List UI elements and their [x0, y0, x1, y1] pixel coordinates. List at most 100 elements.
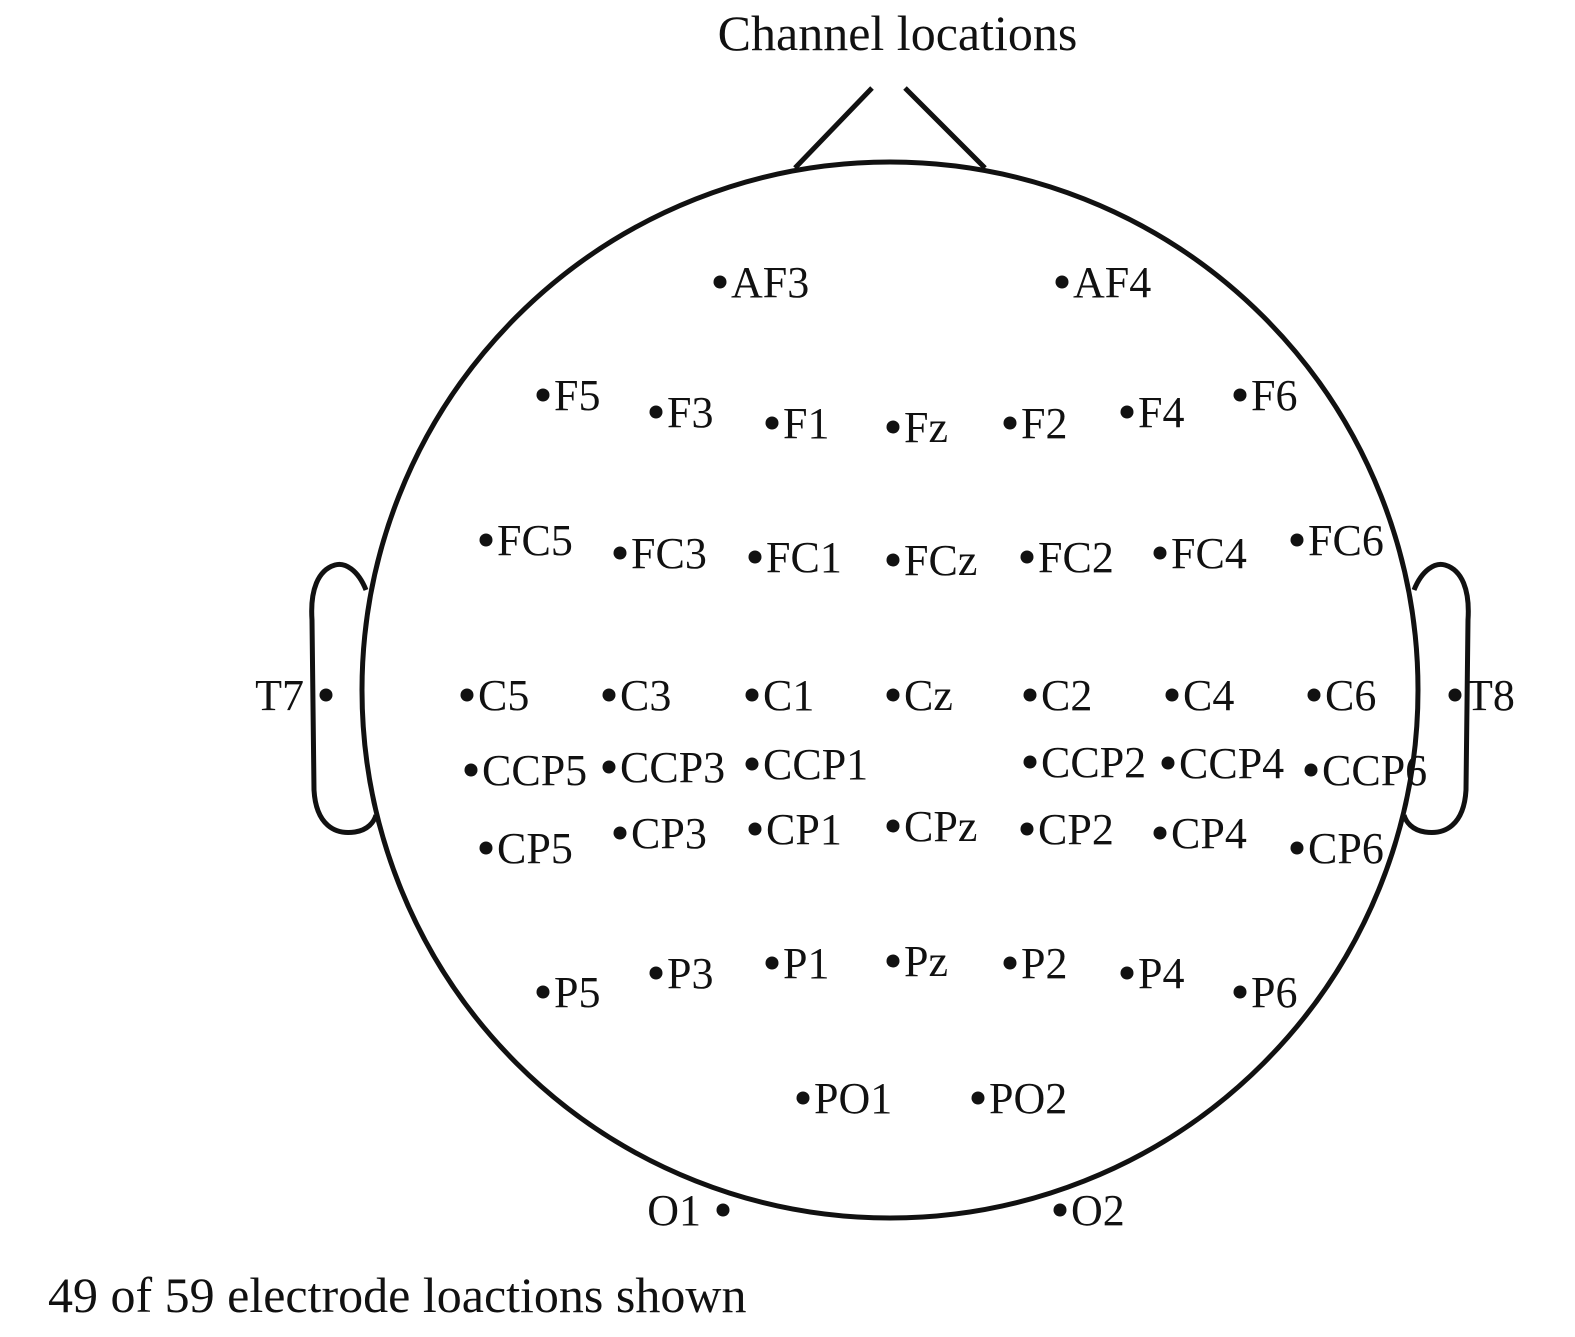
- electrode-label: C4: [1183, 671, 1234, 720]
- electrode-af4: AF4: [1055, 258, 1151, 307]
- electrode-cp5: CP5: [479, 824, 573, 873]
- electrode-label: Fz: [904, 403, 948, 452]
- electrode-label: P4: [1138, 949, 1184, 998]
- electrode-marker: [1055, 275, 1069, 289]
- electrode-p5: P5: [536, 968, 600, 1017]
- electrode-label: F3: [667, 388, 713, 437]
- electrode-marker: [460, 688, 474, 702]
- electrode-cp4: CP4: [1153, 809, 1247, 858]
- electrode-marker: [1233, 388, 1247, 402]
- electrode-label: C2: [1041, 671, 1092, 720]
- electrode-marker: [716, 1203, 730, 1217]
- electrode-label: AF4: [1073, 258, 1151, 307]
- electrode-label: O1: [647, 1186, 701, 1235]
- electrode-fc3: FC3: [613, 529, 707, 578]
- electrode-marker: [1120, 966, 1134, 980]
- electrode-label: FCz: [904, 536, 977, 585]
- electrode-label: P1: [783, 939, 829, 988]
- electrode-ccp5: CCP5: [464, 746, 587, 795]
- nose-outline-right: [903, 86, 987, 170]
- electrode-marker: [613, 826, 627, 840]
- electrode-marker: [1233, 985, 1247, 999]
- electrode-label: F2: [1021, 399, 1067, 448]
- electrode-ccp2: CCP2: [1023, 738, 1146, 787]
- electrode-marker: [649, 966, 663, 980]
- electrode-ccp1: CCP1: [745, 740, 868, 789]
- electrode-po1: PO1: [796, 1074, 892, 1123]
- electrode-c6: C6: [1307, 671, 1376, 720]
- electrode-pz: Pz: [886, 937, 948, 986]
- electrode-c5: C5: [460, 671, 529, 720]
- electrode-label: CCP1: [763, 740, 868, 789]
- electrode-fc6: FC6: [1290, 516, 1384, 565]
- electrode-marker: [1153, 546, 1167, 560]
- electrode-label: CP3: [631, 809, 707, 858]
- electrode-label: FC1: [766, 533, 842, 582]
- electrode-label: CP5: [497, 824, 573, 873]
- electrode-label: PO1: [814, 1074, 892, 1123]
- electrode-label: P2: [1021, 939, 1067, 988]
- electrode-label: CP4: [1171, 809, 1247, 858]
- electrode-marker: [1448, 688, 1462, 702]
- electrode-marker: [1020, 822, 1034, 836]
- electrode-label: FC4: [1171, 529, 1247, 578]
- electrode-label: CP6: [1308, 824, 1384, 873]
- electrode-label: CCP5: [482, 746, 587, 795]
- electrode-marker: [748, 550, 762, 564]
- electrode-fc2: FC2: [1020, 533, 1114, 582]
- electrode-fcz: FCz: [886, 536, 977, 585]
- electrode-label: CP1: [766, 805, 842, 854]
- electrode-marker: [971, 1091, 985, 1105]
- electrode-marker: [613, 546, 627, 560]
- electrode-count-caption: 49 of 59 electrode loactions shown: [48, 1267, 747, 1323]
- electrode-fc4: FC4: [1153, 529, 1247, 578]
- electrode-marker: [1023, 688, 1037, 702]
- electrode-f1: F1: [765, 399, 829, 448]
- electrode-label: CP2: [1038, 805, 1114, 854]
- electrode-p2: P2: [1003, 939, 1067, 988]
- electrode-marker: [745, 757, 759, 771]
- electrode-marker: [1053, 1203, 1067, 1217]
- electrode-fc5: FC5: [479, 516, 573, 565]
- electrode-ccp6: CCP6: [1304, 746, 1427, 795]
- electrode-label: CCP4: [1179, 739, 1284, 788]
- electrode-label: F1: [783, 399, 829, 448]
- electrode-o2: O2: [1053, 1186, 1125, 1235]
- electrode-marker: [886, 819, 900, 833]
- electrode-fz: Fz: [886, 403, 948, 452]
- electrode-cp6: CP6: [1290, 824, 1384, 873]
- electrode-cp2: CP2: [1020, 805, 1114, 854]
- electrode-marker: [1003, 416, 1017, 430]
- electrode-marker: [796, 1091, 810, 1105]
- electrode-marker: [464, 763, 478, 777]
- electrode-marker: [745, 688, 759, 702]
- electrode-marker: [886, 688, 900, 702]
- electrode-label: T7: [255, 671, 304, 720]
- electrode-marker: [602, 760, 616, 774]
- electrode-label: CCP2: [1041, 738, 1146, 787]
- electrode-marker: [1161, 756, 1175, 770]
- electrode-label: FC6: [1308, 516, 1384, 565]
- electrode-label: C6: [1325, 671, 1376, 720]
- electrode-marker: [1153, 826, 1167, 840]
- electrode-p1: P1: [765, 939, 829, 988]
- electrode-c2: C2: [1023, 671, 1092, 720]
- electrode-af3: AF3: [713, 258, 809, 307]
- electrode-label: F6: [1251, 371, 1297, 420]
- electrode-marker: [1304, 763, 1318, 777]
- electrode-f3: F3: [649, 388, 713, 437]
- right-ear: [1401, 561, 1471, 835]
- electrode-marker: [1290, 841, 1304, 855]
- electrode-po2: PO2: [971, 1074, 1067, 1123]
- electrode-label: PO2: [989, 1074, 1067, 1123]
- electrode-label: C5: [478, 671, 529, 720]
- electrode-cp3: CP3: [613, 809, 707, 858]
- electrode-marker: [886, 420, 900, 434]
- electrode-f2: F2: [1003, 399, 1067, 448]
- electrode-label: P6: [1251, 968, 1297, 1017]
- electrode-marker: [1290, 533, 1304, 547]
- electrode-marker: [649, 405, 663, 419]
- electrode-label: C3: [620, 671, 671, 720]
